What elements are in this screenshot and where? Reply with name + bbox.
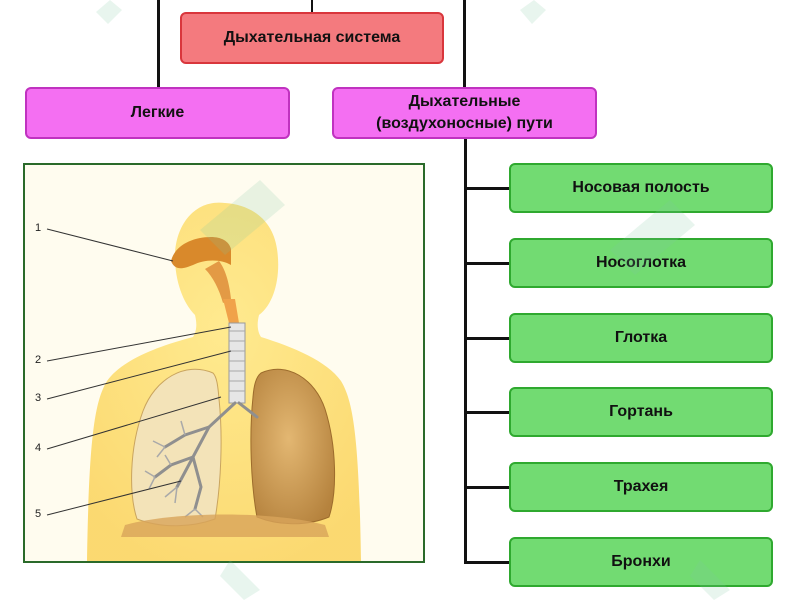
- connector-airway-3: [464, 337, 510, 340]
- connector-airway-2: [464, 262, 510, 265]
- airways-label-line2: (воздухоносные) пути: [376, 115, 553, 132]
- airways-node: Дыхательные (воздухоносные) пути: [332, 87, 597, 139]
- connector-top-right-vertical: [463, 0, 466, 88]
- airway-nasal-cavity: Носовая полость: [509, 163, 773, 213]
- connector-airway-1: [464, 187, 510, 190]
- airway-trachea: Трахея: [509, 462, 773, 512]
- airway-pharynx: Глотка: [509, 313, 773, 363]
- airway-bronchi: Бронхи: [509, 537, 773, 587]
- airway-label: Трахея: [613, 478, 669, 495]
- connector-airway-5: [464, 486, 510, 489]
- anatomy-drawing: [46, 202, 361, 561]
- airway-label: Гортань: [609, 403, 673, 420]
- trachea-shape: [228, 322, 246, 404]
- airways-label-line1: Дыхательные: [408, 93, 521, 110]
- connector-airways-trunk: [464, 138, 467, 564]
- figure-label-2: 2: [35, 354, 42, 366]
- nasal-cavity-shape: [171, 237, 231, 269]
- connector-airway-4: [464, 411, 510, 414]
- lungs-node: Легкие: [25, 87, 290, 139]
- respiratory-illustration: 1 2 3 4 5: [23, 163, 425, 563]
- airway-label: Носоглотка: [595, 254, 687, 271]
- figure-label-1: 1: [35, 222, 42, 234]
- connector-airway-6: [464, 561, 510, 564]
- airway-label: Бронхи: [611, 553, 671, 570]
- airway-label: Глотка: [614, 329, 668, 346]
- figure-label-4: 4: [35, 442, 42, 454]
- airway-larynx: Гортань: [509, 387, 773, 437]
- airway-nasopharynx: Носоглотка: [509, 238, 773, 288]
- bronchioles: [144, 420, 204, 518]
- connector-top-left-vertical: [157, 0, 160, 88]
- nasopharynx-shape: [205, 261, 231, 303]
- root-label: Дыхательная система: [223, 29, 401, 46]
- pharynx-shape: [223, 299, 239, 323]
- pointer-lines: [46, 228, 232, 516]
- diaphragm-shape: [121, 514, 329, 537]
- figure-label-3: 3: [35, 392, 42, 404]
- airway-label: Носовая полость: [572, 179, 710, 196]
- lungs-label: Легкие: [130, 104, 185, 121]
- figure-label-5: 5: [35, 508, 42, 520]
- root-node: Дыхательная система: [180, 12, 444, 64]
